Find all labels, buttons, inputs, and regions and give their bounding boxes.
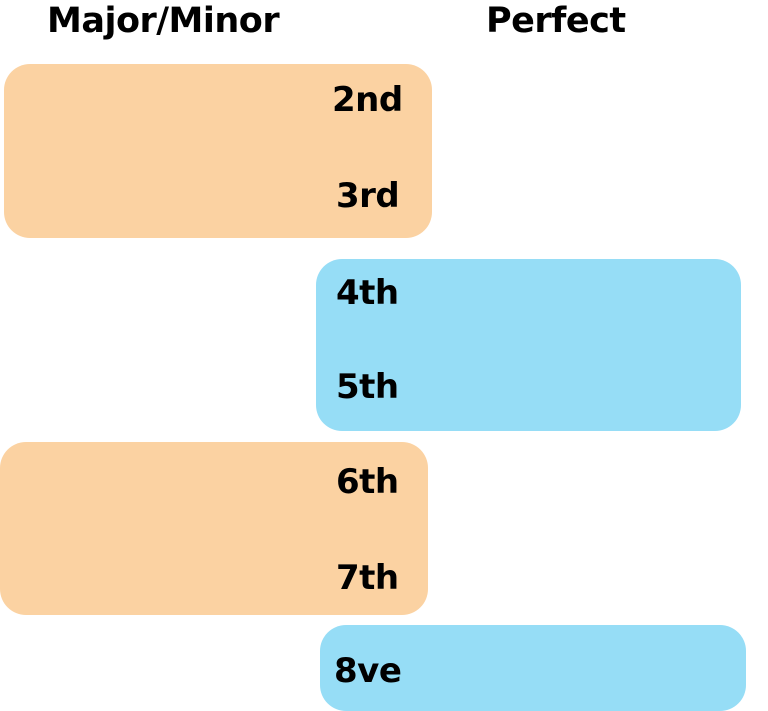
perfect-group-4th-5th (316, 259, 741, 431)
interval-label-8ve: 8ve (334, 651, 402, 691)
interval-label-3rd: 3rd (336, 176, 400, 216)
perfect-group-8ve (320, 625, 746, 711)
interval-label-2nd: 2nd (332, 80, 403, 120)
header-perfect: Perfect (486, 1, 626, 41)
major-minor-group-6th-7th (0, 442, 428, 615)
major-minor-group-2nd-3rd (4, 64, 432, 238)
header-major-minor: Major/Minor (47, 1, 280, 41)
interval-label-5th: 5th (336, 367, 399, 407)
interval-label-6th: 6th (336, 462, 399, 502)
interval-label-7th: 7th (336, 558, 399, 598)
interval-label-4th: 4th (336, 273, 399, 313)
